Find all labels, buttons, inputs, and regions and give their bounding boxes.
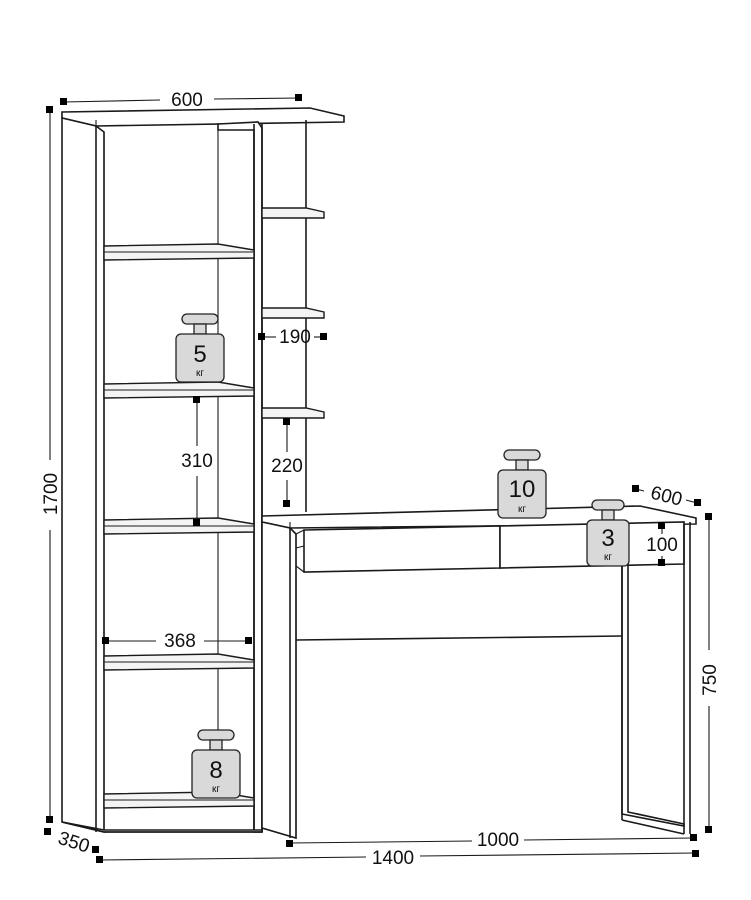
dim-desk-depth: 600 xyxy=(648,483,684,511)
dim-total-height: 1700 xyxy=(41,473,62,515)
weight-3kg: 3 кг xyxy=(586,499,630,567)
dim-desk-height: 750 xyxy=(700,664,721,696)
desk xyxy=(261,505,697,840)
dim-shelf-gap: 310 xyxy=(181,451,213,472)
weight-unit: кг xyxy=(212,784,220,795)
weight-5kg: 5 кг xyxy=(175,313,225,383)
side-shelf xyxy=(261,207,325,219)
desk-left-leg xyxy=(261,521,297,840)
bookcase xyxy=(61,107,345,834)
side-shelf xyxy=(261,307,325,319)
desk-drawer xyxy=(303,525,501,573)
weight-unit: кг xyxy=(518,504,526,515)
dim-side-shelf-gap: 220 xyxy=(271,456,303,477)
weight-value: 5 xyxy=(193,341,206,368)
bookcase-middle-panel xyxy=(217,121,263,833)
weight-value: 8 xyxy=(209,757,222,784)
dim-top-width: 600 xyxy=(171,90,203,111)
dim-inner-width: 368 xyxy=(164,631,196,652)
dim-drawer-height: 100 xyxy=(646,535,678,556)
bookcase-top-board xyxy=(61,107,345,127)
dim-desk-width: 1000 xyxy=(477,830,519,851)
weight-8kg: 8 кг xyxy=(191,729,241,799)
side-shelf xyxy=(261,407,325,419)
dim-shelf-depth: 350 xyxy=(55,828,92,858)
desk-right-leg xyxy=(621,563,685,827)
weight-unit: кг xyxy=(604,552,612,563)
bookcase-left-panel xyxy=(61,116,105,834)
dim-side-shelf-width: 190 xyxy=(279,327,311,348)
dim-total-width: 1400 xyxy=(372,848,414,869)
weight-unit: кг xyxy=(196,368,204,379)
weight-value: 10 xyxy=(509,476,536,503)
dimension-lines: 600 1700 350 1400 1000 750 600 xyxy=(41,90,721,869)
weight-10kg: 10 кг xyxy=(497,449,547,519)
weight-value: 3 xyxy=(601,525,614,552)
